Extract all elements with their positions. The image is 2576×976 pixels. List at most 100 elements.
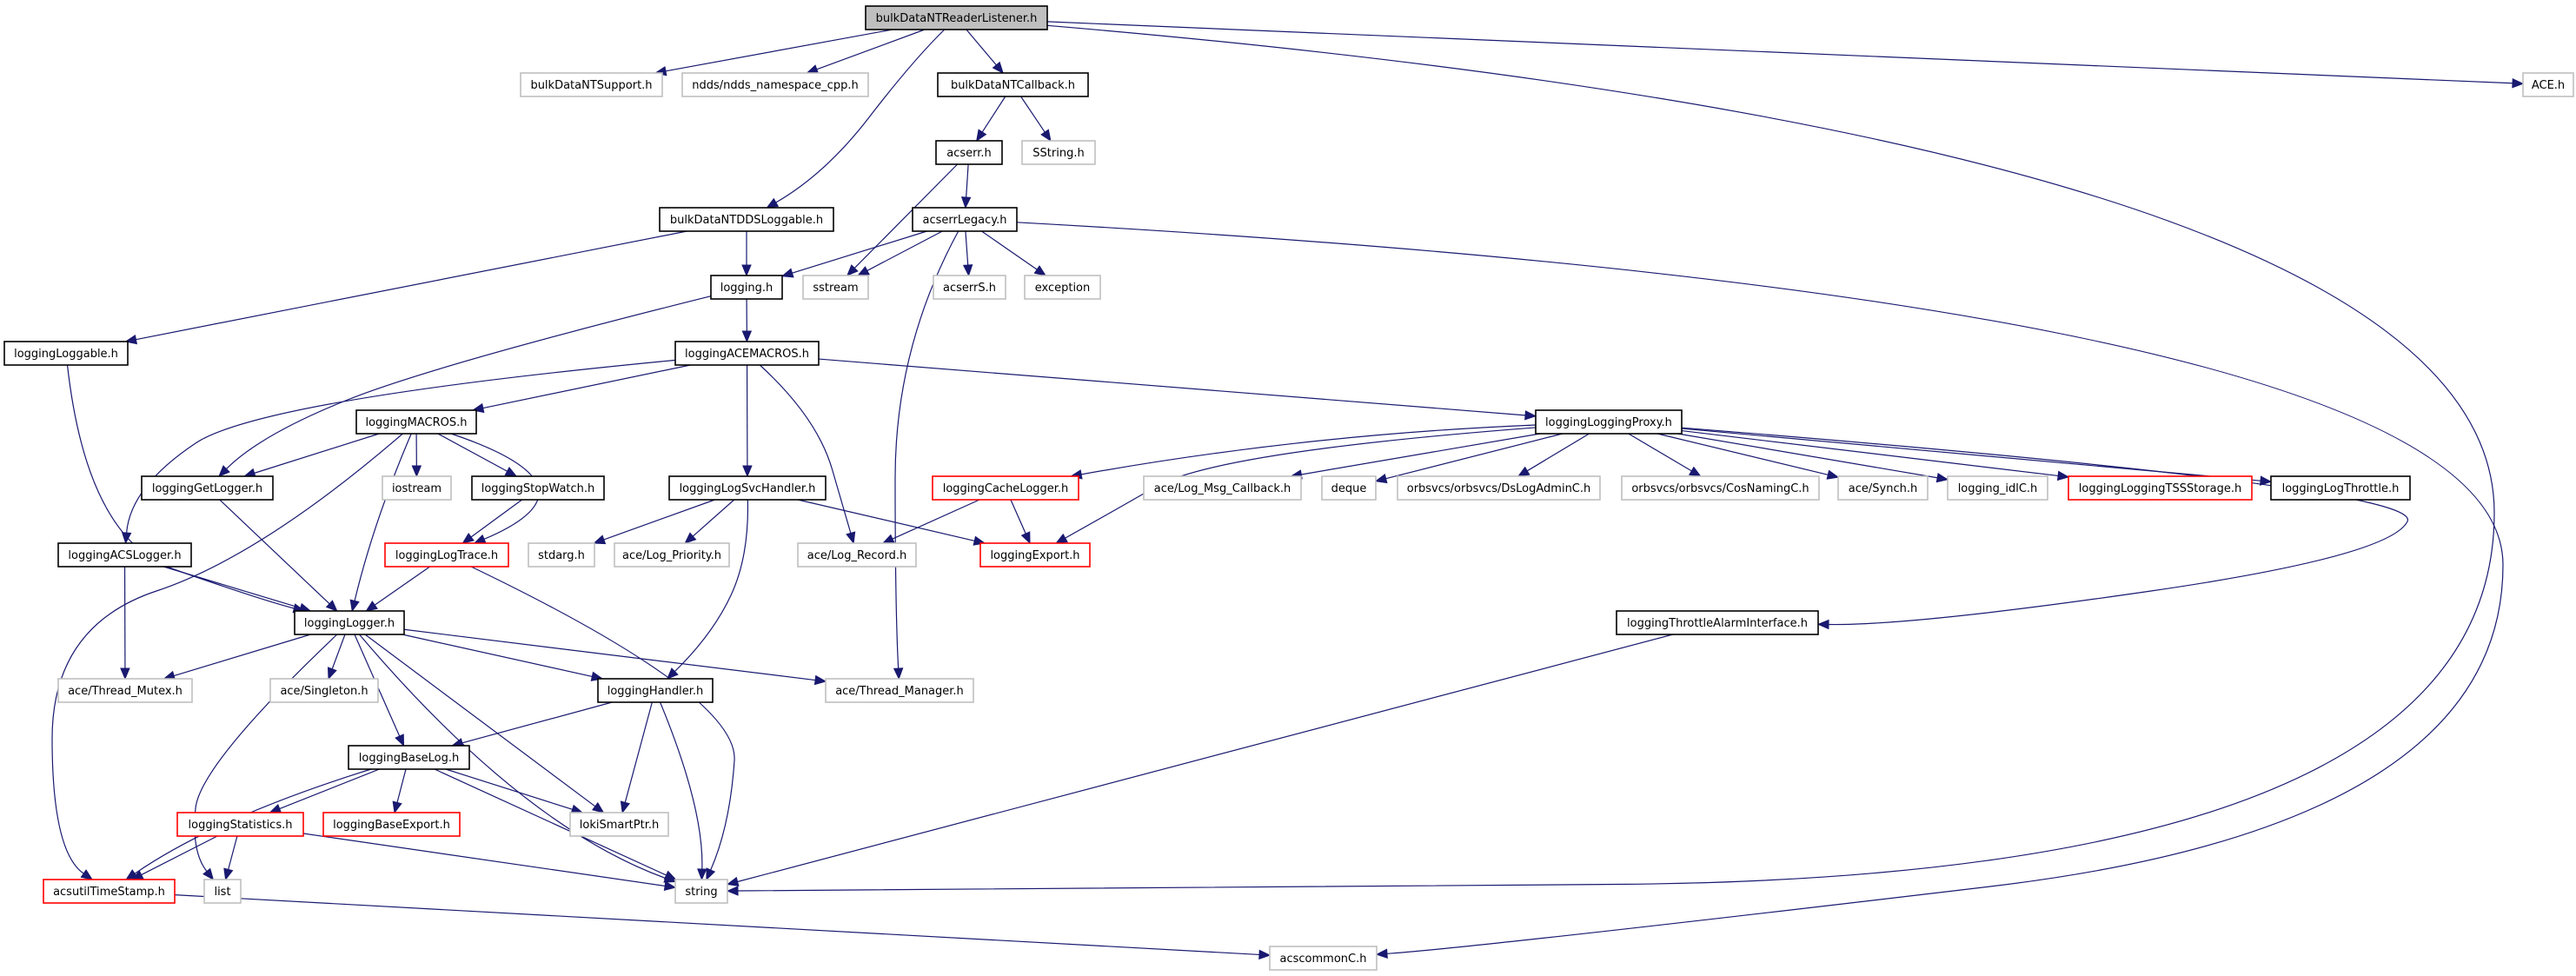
node-dslog[interactable]: orbsvcs/orbsvcs/DsLogAdminC.h	[1397, 475, 1601, 501]
node-label: loggingStatistics.h	[189, 819, 293, 832]
node-label: ace/Synch.h	[1849, 482, 1917, 495]
node-support[interactable]: bulkDataNTSupport.h	[520, 72, 663, 97]
node-handler[interactable]: loggingHandler.h	[597, 678, 714, 703]
arrowhead-icon	[962, 264, 973, 277]
node-cosnaming[interactable]: orbsvcs/orbsvcs/CosNamingC.h	[1621, 475, 1820, 501]
node-label: deque	[1331, 482, 1367, 495]
node-baseexport[interactable]: loggingBaseExport.h	[322, 812, 461, 837]
edge-getlogger-to-logger	[219, 499, 330, 605]
edge-logger-to-loki	[364, 634, 596, 807]
node-timestamp[interactable]: acsutilTimeStamp.h	[43, 879, 176, 904]
node-label: bulkDataNTDDSLoggable.h	[670, 214, 823, 227]
node-threadmgr[interactable]: ace/Thread_Manager.h	[825, 678, 974, 703]
node-ndds[interactable]: ndds/ndds_namespace_cpp.h	[681, 72, 869, 97]
node-stopwatch[interactable]: loggingStopWatch.h	[471, 475, 605, 501]
node-acserrs[interactable]: acserrS.h	[933, 275, 1006, 300]
node-box	[797, 542, 917, 568]
node-root[interactable]: bulkDataNTReaderListener.h	[865, 5, 1048, 30]
node-baselog[interactable]: loggingBaseLog.h	[348, 745, 470, 770]
node-logpriority[interactable]: ace/Log_Priority.h	[614, 542, 730, 568]
node-box	[176, 812, 304, 837]
arrowhead-icon	[1020, 531, 1031, 545]
node-mutex[interactable]: ace/Thread_Mutex.h	[57, 678, 193, 703]
node-label: acserrS.h	[943, 282, 996, 295]
node-sstream[interactable]: sstream	[802, 275, 869, 300]
node-string[interactable]: string	[674, 879, 728, 904]
node-acserrlegacy[interactable]: acserrLegacy.h	[912, 207, 1018, 232]
node-box	[2270, 475, 2411, 501]
node-svchandler[interactable]: loggingLogSvcHandler.h	[668, 475, 827, 501]
node-label: loggingLogger.h	[304, 617, 395, 630]
node-box	[471, 475, 605, 501]
arrowhead-icon	[726, 886, 739, 896]
node-sstring[interactable]: SString.h	[1021, 140, 1096, 165]
node-label: loggingGetLogger.h	[152, 482, 262, 495]
edge-logger-to-singleton	[331, 634, 346, 669]
edge-proxy-to-dslog	[1526, 433, 1590, 472]
node-loggable[interactable]: loggingLoggable.h	[3, 341, 129, 366]
node-statistics[interactable]: loggingStatistics.h	[176, 812, 304, 837]
arrowhead-icon	[806, 64, 820, 75]
edge-statistics-to-timestamp	[141, 835, 218, 876]
node-label: ace/Log_Priority.h	[622, 549, 721, 562]
node-singleton[interactable]: ace/Singleton.h	[269, 678, 379, 703]
node-acslogger[interactable]: loggingACSLogger.h	[57, 542, 192, 568]
arrowhead-icon	[80, 869, 94, 880]
node-list[interactable]: list	[203, 879, 242, 904]
node-label: exception	[1035, 282, 1091, 295]
node-label: loggingLogSvcHandler.h	[680, 482, 816, 495]
node-label: logging_idlC.h	[1958, 482, 2038, 495]
node-label: sstream	[813, 282, 858, 295]
node-logger[interactable]: loggingLogger.h	[294, 610, 405, 635]
node-getlogger[interactable]: loggingGetLogger.h	[141, 475, 274, 501]
node-acserr[interactable]: acserr.h	[935, 140, 1003, 165]
node-box	[710, 275, 783, 300]
node-label: ace/Log_Record.h	[807, 549, 907, 562]
node-acemacros[interactable]: loggingACEMACROS.h	[674, 341, 820, 366]
node-box	[825, 678, 974, 703]
node-ddsloggable[interactable]: bulkDataNTDDSLoggable.h	[659, 207, 834, 232]
node-stdarg[interactable]: stdarg.h	[528, 542, 595, 568]
node-cachelogger[interactable]: loggingCacheLogger.h	[932, 475, 1079, 501]
node-loki[interactable]: lokiSmartPtr.h	[569, 812, 669, 837]
node-export[interactable]: loggingExport.h	[979, 542, 1091, 568]
node-box	[1321, 475, 1377, 501]
node-logrecord[interactable]: ace/Log_Record.h	[797, 542, 917, 568]
node-label: loggingLogTrace.h	[395, 549, 498, 562]
arrowhead-icon	[395, 734, 405, 747]
node-logmsgcb[interactable]: ace/Log_Msg_Callback.h	[1143, 475, 1302, 501]
node-label: acsutilTimeStamp.h	[53, 886, 165, 899]
node-logging[interactable]: logging.h	[710, 275, 783, 300]
node-alarm[interactable]: loggingThrottleAlarmInterface.h	[1616, 610, 1819, 635]
node-acscommon[interactable]: acscommonC.h	[1269, 946, 1378, 971]
node-logtrace[interactable]: loggingLogTrace.h	[384, 542, 509, 568]
node-label: ace/Thread_Mutex.h	[68, 685, 183, 698]
edge-logtrace-to-logger	[374, 566, 430, 606]
node-ace[interactable]: ACE.h	[2522, 72, 2574, 97]
arrowhead-icon	[1258, 949, 1271, 960]
arrowhead-icon	[2512, 78, 2525, 89]
node-throttle[interactable]: loggingLogThrottle.h	[2270, 475, 2411, 501]
node-callback[interactable]: bulkDataNTCallback.h	[937, 72, 1089, 97]
node-box	[569, 812, 669, 837]
node-synch[interactable]: ace/Synch.h	[1837, 475, 1929, 501]
edge-timestamp-to-acscommon	[174, 894, 1260, 956]
node-macros[interactable]: loggingMACROS.h	[355, 409, 477, 435]
edge-acserrlegacy-to-exception	[981, 230, 1038, 270]
node-exception[interactable]: exception	[1024, 275, 1101, 300]
node-idlc[interactable]: logging_idlC.h	[1947, 475, 2048, 501]
node-deque[interactable]: deque	[1321, 475, 1377, 501]
node-tss[interactable]: loggingLoggingTSSStorage.h	[2068, 475, 2253, 501]
arrowhead-icon	[1375, 948, 1388, 959]
edge-root-to-string	[737, 24, 2495, 892]
node-box	[269, 678, 379, 703]
node-label: logging.h	[720, 282, 773, 295]
edge-baselog-to-loki	[445, 768, 573, 810]
node-proxy[interactable]: loggingLoggingProxy.h	[1535, 409, 1683, 435]
node-iostream[interactable]: iostream	[382, 475, 452, 501]
node-label: string	[685, 886, 717, 899]
arrowhead-icon	[504, 466, 518, 477]
node-box	[294, 610, 405, 635]
node-box	[57, 678, 193, 703]
